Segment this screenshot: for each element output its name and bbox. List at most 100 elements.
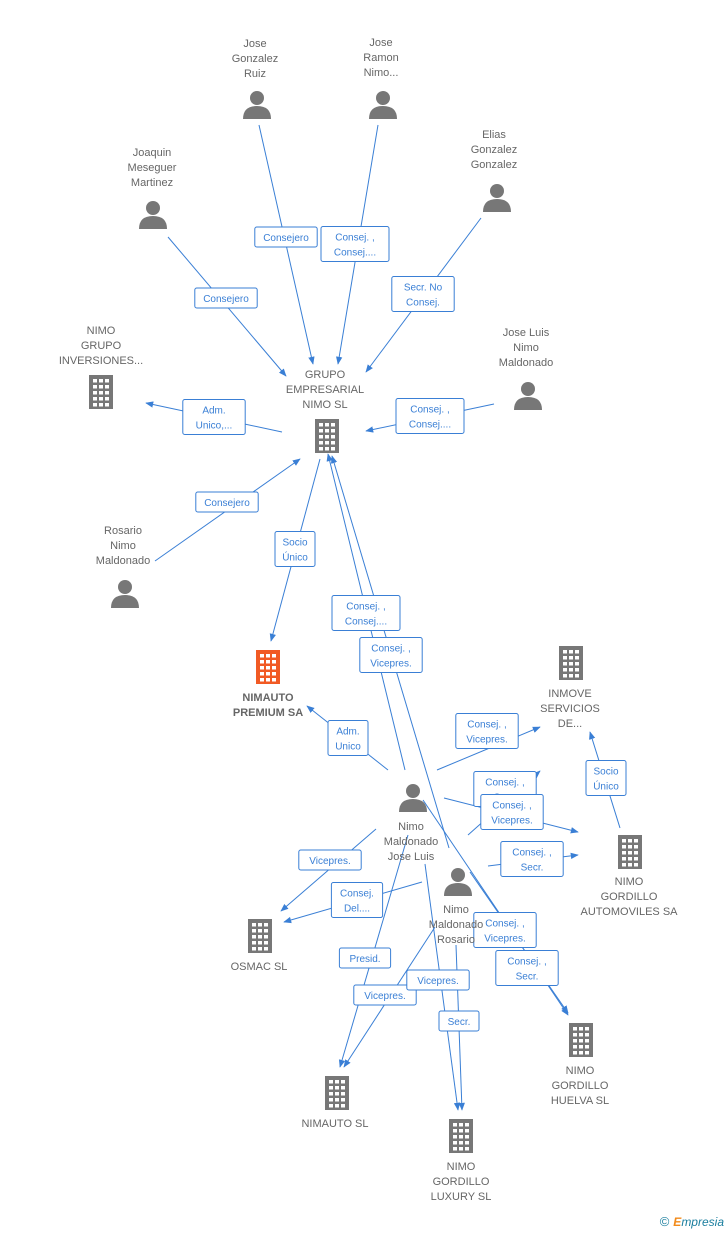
edge-label-nmjl-isd[interactable]: Consej. , Vicepres. [455,713,519,749]
node-label-line: Nimo [513,342,539,354]
node-label-line: NIMO [447,1161,476,1173]
edge-label-nmr-ngh[interactable]: Consej. , Secr. [495,950,559,986]
edge-label-jrn-gen[interactable]: Consej. ,Consej.... [320,226,390,262]
node-label-line: Meseguer [128,162,177,174]
edge-label-text: Consej. , [507,957,546,968]
edge-label-text: Unico [335,742,361,753]
person-icon [243,91,271,119]
node-jrn[interactable]: JoseRamonNimo... [363,37,399,119]
edge-label-nmjl-gen[interactable]: Consej. ,Consej.... [331,595,401,631]
edge-label-text: Único [593,780,619,793]
person-icon [139,201,167,229]
edge-label-text: Consejero [263,233,309,244]
edge-label-text: Consej. , [335,233,374,244]
node-isd[interactable]: INMOVESERVICIOSDE... [540,646,600,730]
node-osm[interactable]: OSMAC SL [231,919,288,973]
node-label-line: Maldonado [499,357,553,369]
edge-label-text: Consej. , [485,778,524,789]
edge-label-text: Consej. , [467,720,506,731]
edge-label-text: Consej. , [410,405,449,416]
node-label-line: Rosario [104,525,142,537]
edge-label-nmjl-nsl[interactable]: Presid. [338,947,392,969]
edge-label-text: Secr. [521,863,544,874]
node-label-line: Ruiz [244,68,266,80]
edge-label-text: Único [282,551,308,564]
node-label-line: Elias [482,129,506,141]
edge-label-text: Presid. [349,954,380,965]
edge-label-text: Secr. [516,972,539,983]
company-building-icon [248,919,272,953]
edge-label-nmjl-ngh[interactable]: Consej. ,Vicepres. [473,912,537,948]
edge-label-text: Consej. , [492,801,531,812]
node-label-line: NIMO [615,876,644,888]
edge-label-text: Secr. [448,1017,471,1028]
edge-label-nmjl-ngl[interactable]: Vicepres. [406,969,470,991]
node-label-line: GORDILLO [433,1176,490,1188]
edge-label-rnm-gen[interactable]: Consejero [195,491,259,513]
node-label-line: EMPRESARIAL [286,384,364,396]
node-label-line: Rosario [437,934,475,946]
node-label-line: PREMIUM SA [233,707,303,719]
edge-label-nmr-nsl[interactable]: Vicepres. [353,984,417,1006]
person-icon [399,784,427,812]
node-label-line: AUTOMOVILES SA [581,906,679,918]
edge-label-nmr-gen[interactable]: Consej. ,Vicepres. [359,637,423,673]
node-label-line: Jose Luis [388,851,435,863]
edge-label-nmjl-nps[interactable]: Adm.Unico [327,720,369,756]
company-building-icon [618,835,642,869]
node-label-line: Maldonado [96,555,150,567]
node-label-line: Jose Luis [503,327,550,339]
edge-label-jgr-gen[interactable]: Consejero [254,226,318,248]
edge-label-nmr-nga[interactable]: Consej. ,Secr. [500,841,564,877]
node-label-line: GRUPO [305,369,346,381]
edge-label-text: Socio [593,767,618,778]
edge-label-nmjl-osm[interactable]: Vicepres. [298,849,362,871]
node-label-line: GRUPO [81,340,122,352]
edge-label-text: Del.... [344,904,370,915]
node-label-line: Nimo [110,540,136,552]
edge-label-nmr-ngl[interactable]: Secr. [438,1010,480,1032]
copyright-symbol: © [659,1214,670,1229]
edge-label-text: Vicepres. [466,735,508,746]
company-building-icon [256,650,280,684]
edge-label-jlnm-gen[interactable]: Consej. ,Consej.... [395,398,465,434]
edge-label-nmr-osm[interactable]: Consej.Del.... [330,882,384,918]
person-icon [444,868,472,896]
company-building-icon [569,1023,593,1057]
node-label-line: SERVICIOS [540,703,600,715]
edge-label-gen-ngi[interactable]: Adm.Unico,... [182,399,246,435]
node-label-line: Martinez [131,177,173,189]
edge-label-text: Consej. , [485,919,524,930]
edge-label-text: Consej. [406,298,440,309]
node-ngi[interactable]: NIMOGRUPOINVERSIONES... [59,325,143,409]
brand-name: mpresia [681,1215,724,1229]
edge-label-jmm-gen[interactable]: Consejero [194,287,258,309]
node-label-line: Maldonado [429,919,483,931]
brand-logo-letter: E [673,1215,682,1229]
company-building-icon [89,375,113,409]
edge-label-nmjl-nga[interactable]: Consej. , Vicepres. [480,794,544,830]
company-building-icon [315,419,339,453]
edge-label-text: Vicepres. [491,816,533,827]
node-nsl[interactable]: NIMAUTO SL [301,1076,369,1130]
edge-label-text: Consej. , [371,644,410,655]
edge-label-text: Consej. , [346,602,385,613]
node-label-line: Ramon [363,52,398,64]
node-label-line: Joaquin [133,147,172,159]
node-label-line: Gonzalez [471,159,517,171]
